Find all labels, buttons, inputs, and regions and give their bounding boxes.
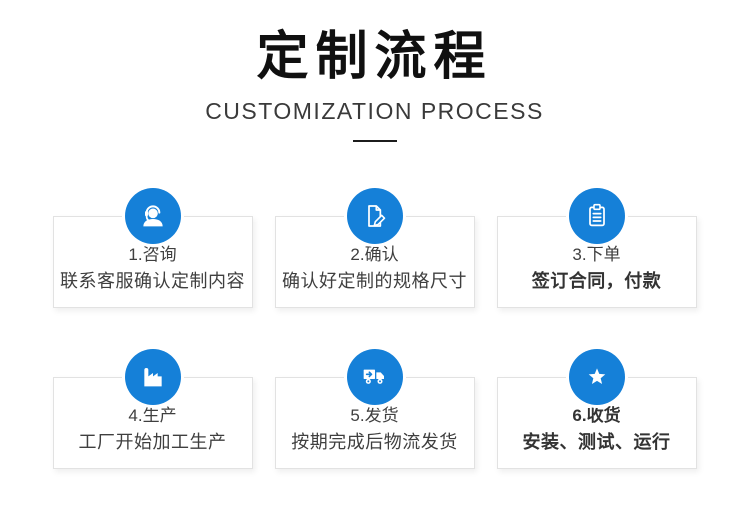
page-subtitle: CUSTOMIZATION PROCESS bbox=[205, 97, 544, 124]
step-6-receive: 6.收货 安装、测试、运行 bbox=[496, 348, 697, 469]
step-1-badge bbox=[124, 187, 181, 244]
step-4-desc: 工厂开始加工生产 bbox=[78, 431, 227, 452]
step-6-badge bbox=[568, 348, 625, 405]
headset-icon bbox=[137, 200, 169, 232]
step-2-desc: 确认好定制的规格尺寸 bbox=[282, 270, 467, 291]
step-2-title: 2.确认 bbox=[350, 244, 399, 264]
factory-icon bbox=[137, 361, 169, 393]
step-5-badge bbox=[346, 348, 403, 405]
step-5-title: 5.发货 bbox=[350, 405, 399, 425]
step-4-badge bbox=[124, 348, 181, 405]
step-3-order: 3.下单 签订合同，付款 bbox=[496, 187, 697, 308]
page-header: 定制流程 CUSTOMIZATION PROCESS bbox=[0, 0, 749, 142]
step-2-card: 2.确认 确认好定制的规格尺寸 bbox=[274, 215, 475, 308]
step-1-title: 1.咨询 bbox=[128, 244, 177, 264]
step-6-desc: 安装、测试、运行 bbox=[522, 431, 671, 452]
step-5-card: 5.发货 按期完成后物流发货 bbox=[274, 376, 475, 469]
step-4-production: 4.生产 工厂开始加工生产 bbox=[52, 348, 253, 469]
step-6-title: 6.收货 bbox=[572, 405, 621, 425]
page-title: 定制流程 bbox=[256, 27, 493, 87]
step-5-shipping: 5.发货 按期完成后物流发货 bbox=[274, 348, 475, 469]
step-5-desc: 按期完成后物流发货 bbox=[291, 431, 458, 452]
step-3-title: 3.下单 bbox=[572, 244, 621, 264]
clipboard-icon bbox=[581, 200, 613, 232]
truck-icon bbox=[359, 361, 391, 393]
step-1-desc: 联系客服确认定制内容 bbox=[60, 270, 245, 291]
document-edit-icon bbox=[359, 200, 391, 232]
step-4-title: 4.生产 bbox=[128, 405, 177, 425]
step-1-consult: 1.咨询 联系客服确认定制内容 bbox=[52, 187, 253, 308]
process-grid: 1.咨询 联系客服确认定制内容 2.确认 确认好定制的规格尺寸 bbox=[52, 187, 697, 469]
star-icon bbox=[581, 361, 613, 393]
title-divider bbox=[352, 139, 397, 142]
step-3-badge bbox=[568, 187, 625, 244]
step-2-badge bbox=[346, 187, 403, 244]
step-3-desc: 签订合同，付款 bbox=[531, 270, 662, 291]
step-2-confirm: 2.确认 确认好定制的规格尺寸 bbox=[274, 187, 475, 308]
